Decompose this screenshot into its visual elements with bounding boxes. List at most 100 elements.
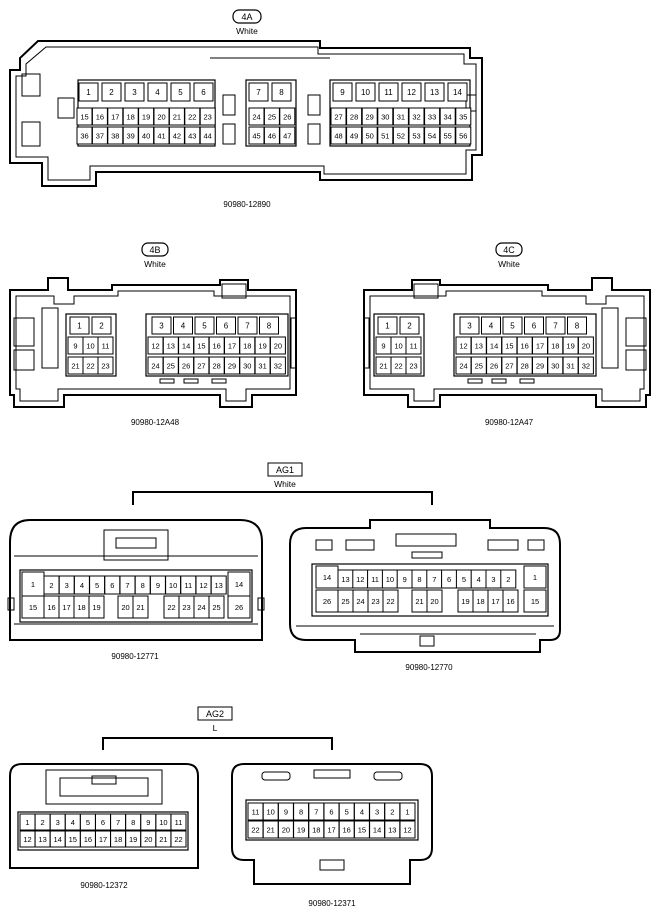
connector-4c-part-number: 90980-12A47 bbox=[485, 418, 534, 427]
pin-cell: 10 bbox=[262, 802, 279, 821]
ag1-right-housing bbox=[289, 519, 561, 653]
pin-number: 27 bbox=[197, 362, 205, 371]
pin-number: 21 bbox=[173, 113, 181, 122]
pin-cell: 25 bbox=[263, 107, 280, 126]
pin-cell: 4 bbox=[147, 82, 168, 102]
pin-number: 8 bbox=[141, 581, 145, 590]
pin-cell: 13 bbox=[34, 830, 51, 848]
pin-number: 10 bbox=[361, 88, 370, 97]
pin-number: 3 bbox=[65, 581, 69, 590]
pin-cell-box bbox=[408, 126, 425, 145]
pin-cell: 46 bbox=[263, 126, 280, 145]
pin-cell: 11 bbox=[367, 569, 384, 589]
pin-cell: 15 bbox=[193, 336, 210, 355]
pin-cell-box bbox=[377, 126, 394, 145]
pin-cell: 9 bbox=[149, 575, 166, 595]
pin-number: 21 bbox=[267, 826, 275, 835]
pin-cell: 7 bbox=[545, 316, 566, 335]
pin-number: 6 bbox=[447, 575, 451, 584]
pin-number: 1 bbox=[533, 573, 537, 582]
pin-cell-box bbox=[424, 126, 441, 145]
pin-cell-box bbox=[88, 595, 105, 619]
pin-number: 26 bbox=[182, 362, 190, 371]
pin-number: 13 bbox=[167, 342, 175, 351]
pin-cell: 27 bbox=[330, 107, 347, 126]
pin-number: 4 bbox=[155, 88, 160, 97]
pin-cell: 15 bbox=[64, 830, 81, 848]
pin-cell-box bbox=[91, 316, 112, 335]
pin-cell-box bbox=[124, 82, 145, 102]
pin-number: 13 bbox=[430, 88, 439, 97]
pin-number: 12 bbox=[23, 835, 31, 844]
pin-number: 21 bbox=[136, 603, 144, 612]
pin-number: 19 bbox=[92, 603, 100, 612]
pin-number: 8 bbox=[417, 575, 421, 584]
pin-cell: 48 bbox=[330, 126, 347, 145]
pin-number: 3 bbox=[132, 88, 137, 97]
pin-number: 21 bbox=[379, 362, 387, 371]
pin-number: 20 bbox=[582, 342, 590, 351]
pin-number: 37 bbox=[96, 132, 104, 141]
pin-cell: 14 bbox=[369, 820, 386, 839]
pin-cell: 22 bbox=[247, 820, 264, 839]
pin-cell: 19 bbox=[125, 830, 142, 848]
pin-cell: 4 bbox=[64, 813, 81, 831]
pin-cell: 5 bbox=[79, 813, 96, 831]
pin-number: 19 bbox=[258, 342, 266, 351]
pin-cell-box bbox=[424, 107, 441, 126]
pin-number: 18 bbox=[77, 603, 85, 612]
pin-number: 12 bbox=[407, 88, 416, 97]
pin-number: 32 bbox=[412, 113, 420, 122]
pin-number: 14 bbox=[235, 580, 243, 589]
pin-cell: 3 bbox=[459, 316, 480, 335]
pin-number: 10 bbox=[267, 808, 275, 817]
pin-cell: 27 bbox=[193, 356, 210, 375]
pin-cell: 14 bbox=[227, 571, 251, 597]
pin-cell: 12 bbox=[352, 569, 369, 589]
ag1-bracket bbox=[132, 491, 433, 505]
pin-cell-box bbox=[405, 356, 422, 375]
ag1-left-housing bbox=[9, 519, 263, 641]
pin-cell: 30 bbox=[377, 107, 394, 126]
ag2-left-part-number: 90980-12372 bbox=[80, 881, 128, 890]
pin-number: 7 bbox=[553, 322, 558, 331]
pin-cell: 2 bbox=[101, 82, 122, 102]
pin-cell: 28 bbox=[516, 356, 533, 375]
pin-number: 6 bbox=[532, 322, 537, 331]
pin-cell: 26 bbox=[315, 589, 339, 613]
connector-4c-code-box bbox=[495, 242, 523, 257]
pin-number: 9 bbox=[284, 808, 288, 817]
pin-cell: 33 bbox=[424, 107, 441, 126]
pin-cell: 32 bbox=[408, 107, 425, 126]
pin-cell-box bbox=[101, 82, 122, 102]
pin-cell: 30 bbox=[239, 356, 256, 375]
pin-number: 5 bbox=[345, 808, 349, 817]
pin-cell: 2 bbox=[91, 316, 112, 335]
ag1-color: White bbox=[274, 479, 296, 489]
pin-cell: 22 bbox=[390, 356, 407, 375]
pin-number: 18 bbox=[551, 342, 559, 351]
pin-number: 13 bbox=[388, 826, 396, 835]
pin-cell: 18 bbox=[239, 336, 256, 355]
pin-cell: 51 bbox=[377, 126, 394, 145]
pin-number: 23 bbox=[204, 113, 212, 122]
pin-number: 24 bbox=[197, 603, 205, 612]
pin-number: 43 bbox=[188, 132, 196, 141]
pin-cell: 12 bbox=[399, 820, 416, 839]
pin-number: 33 bbox=[428, 113, 436, 122]
pin-number: 12 bbox=[151, 342, 159, 351]
pin-number: 4 bbox=[489, 322, 494, 331]
pin-cell: 24 bbox=[248, 107, 265, 126]
pin-cell: 17 bbox=[224, 336, 240, 355]
pin-cell: 14 bbox=[49, 830, 66, 848]
pin-number: 16 bbox=[521, 342, 529, 351]
pin-cell: 19 bbox=[254, 336, 271, 355]
pin-number: 38 bbox=[111, 132, 119, 141]
pin-number: 2 bbox=[99, 322, 104, 331]
pin-cell: 34 bbox=[439, 107, 456, 126]
pin-cell: 23 bbox=[199, 107, 216, 126]
